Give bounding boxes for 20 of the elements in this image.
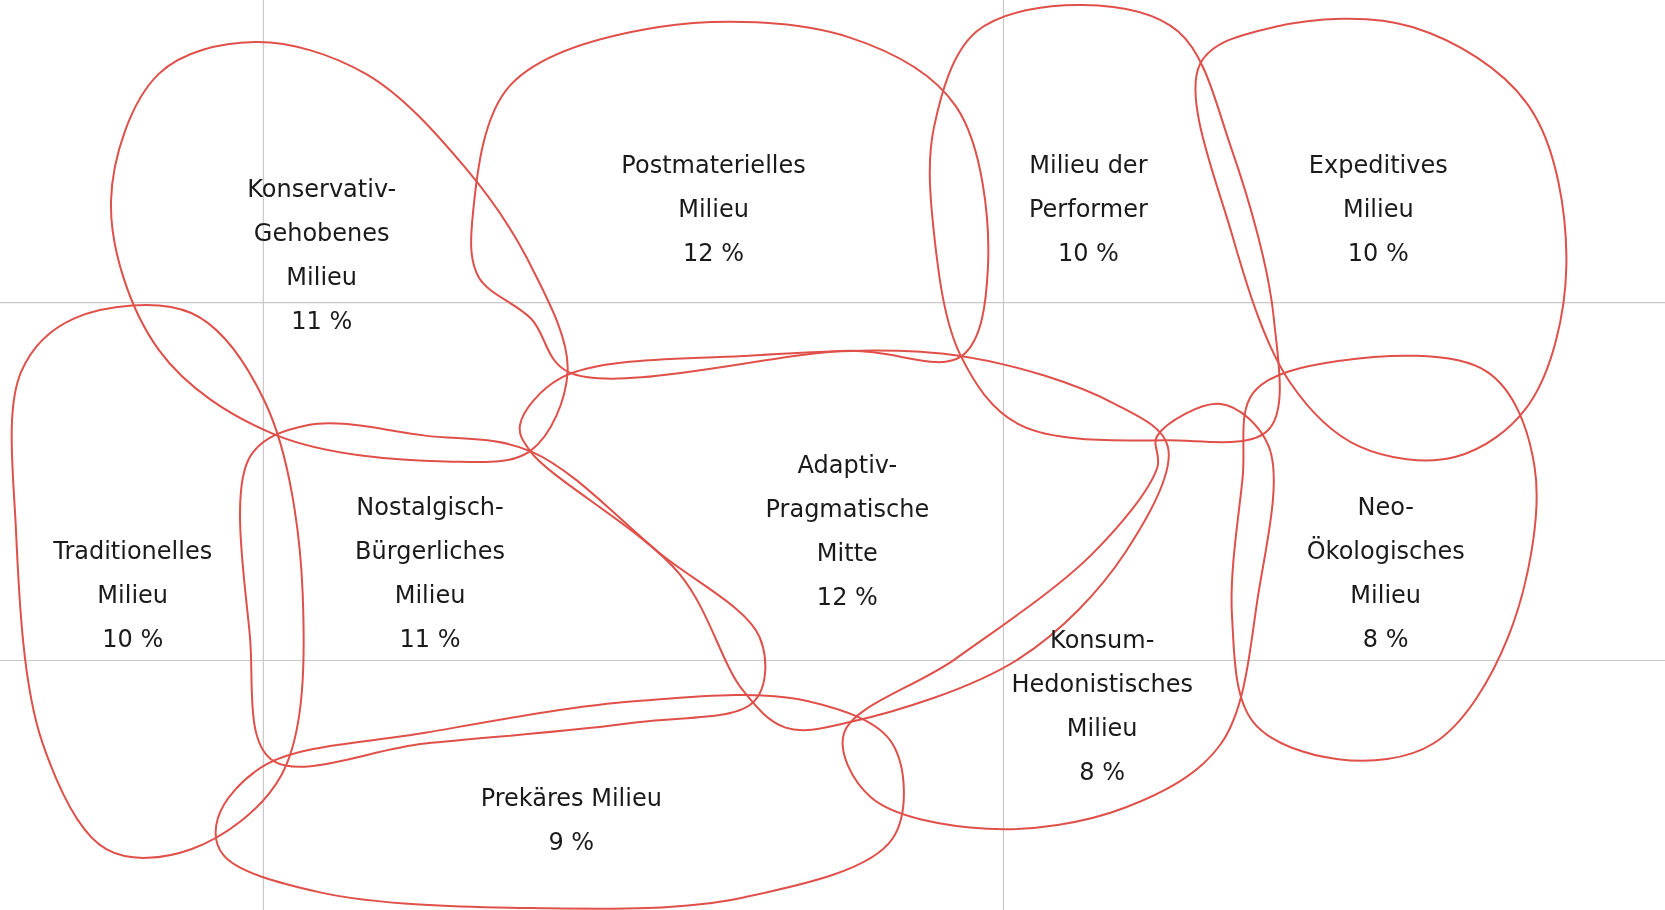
milieu-name: Konsum-Hedonistisches Milieu — [1011, 625, 1193, 745]
percentage-label: 8 % — [1079, 757, 1126, 789]
milieu-name: Milieu der Performer — [1028, 150, 1149, 226]
milieu-name: Expeditives Milieu — [1308, 150, 1448, 226]
percentage-label: 10 % — [102, 623, 164, 655]
milieu-name: Adaptiv-Pragmatische Mitte — [765, 449, 930, 569]
percentage-label: 10 % — [1057, 238, 1119, 270]
percentage-label: 10 % — [1347, 238, 1409, 270]
milieu-name: Konservativ-Gehobenes Milieu — [246, 173, 397, 293]
milieu-name: Neo-Ökologisches Milieu — [1306, 492, 1465, 612]
percentage-label: 12 % — [816, 581, 878, 613]
percentage-label: 11 % — [291, 305, 353, 337]
milieu-name: Nostalgisch-Bürgerliches Milieu — [355, 492, 506, 612]
milieu-name: Postmaterielles Milieu — [621, 150, 806, 226]
percentage-label: 8 % — [1362, 624, 1409, 656]
percentage-label: 11 % — [399, 624, 461, 656]
milieu-name: Traditionelles Milieu — [53, 535, 213, 611]
percentage-label: 12 % — [683, 238, 745, 270]
milieu-name: Prekäres Milieu — [479, 782, 663, 814]
percentage-label: 9 % — [548, 826, 595, 858]
